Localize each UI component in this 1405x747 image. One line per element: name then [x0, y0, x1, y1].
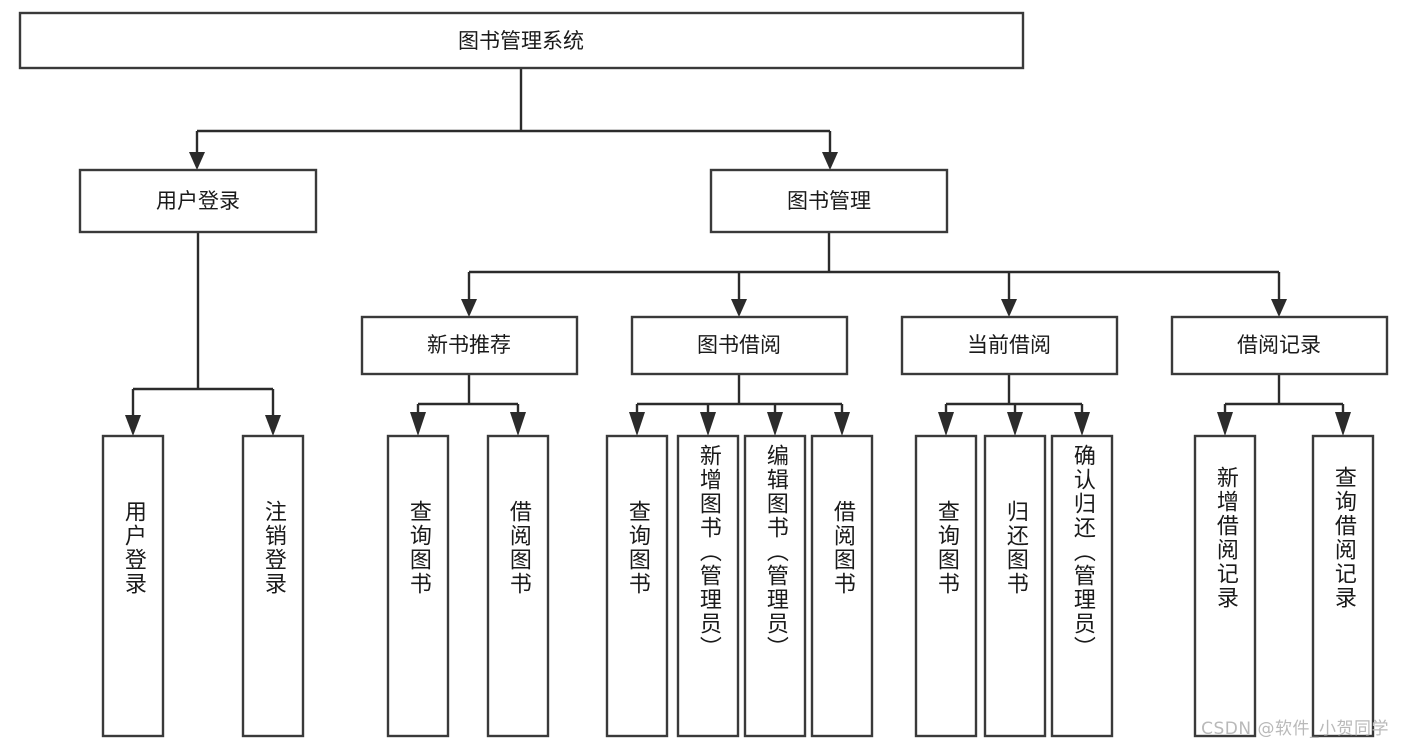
- arrow-head-icon: [767, 412, 783, 436]
- arrow-head-icon: [700, 412, 716, 436]
- node-user-login-label: 用户登录: [156, 189, 240, 213]
- arrow-head-icon: [1074, 412, 1090, 436]
- arrow-head-icon: [1335, 412, 1351, 436]
- node-root-box[interactable]: [18, 11, 1025, 70]
- watermark-text: CSDN @软件_小贺同学: [1201, 719, 1389, 739]
- arrow-head-icon: [1007, 412, 1023, 436]
- leaf-box-borrow-book-new[interactable]: [486, 434, 550, 738]
- node-current-borrow-box[interactable]: [900, 315, 1119, 376]
- arrow-head-icon: [189, 152, 205, 170]
- node-borrow-record[interactable]: 借阅记录: [1170, 315, 1389, 376]
- arrow-head-icon: [938, 412, 954, 436]
- node-book-management[interactable]: 图书管理: [709, 168, 949, 234]
- arrow-head-icon: [1001, 299, 1017, 317]
- node-book-management-label: 图书管理: [787, 189, 871, 213]
- node-book-borrow-label: 图书借阅: [697, 333, 781, 357]
- node-book-borrow-box[interactable]: [630, 315, 849, 376]
- connector-group-booking-to-level3: [461, 232, 1287, 317]
- arrow-head-icon: [822, 152, 838, 170]
- arrow-head-icon: [125, 415, 141, 436]
- leaf-box-return-book[interactable]: [983, 434, 1047, 738]
- arrow-head-icon: [461, 299, 477, 317]
- node-current-borrow[interactable]: 当前借阅: [900, 315, 1119, 376]
- leaf-box-query-book-borrow[interactable]: [605, 434, 669, 738]
- arrow-head-icon: [834, 412, 850, 436]
- node-book-management-box[interactable]: [709, 168, 949, 234]
- leaf-box-user-login[interactable]: [101, 434, 165, 738]
- leaf-node-group: [101, 434, 1375, 738]
- leaf-box-confirm-return-admin[interactable]: [1050, 434, 1114, 738]
- node-book-borrow[interactable]: 图书借阅: [630, 315, 849, 376]
- leaf-box-add-borrow-record[interactable]: [1193, 434, 1257, 738]
- leaf-box-query-book-current[interactable]: [914, 434, 978, 738]
- connector-group-userlogin-to-leaves: [125, 232, 281, 436]
- connector-group-root-to-level2: [189, 68, 838, 170]
- connector-group-record-to-leaves: [1217, 374, 1351, 436]
- leaf-box-query-borrow-record[interactable]: [1311, 434, 1375, 738]
- arrow-head-icon: [629, 412, 645, 436]
- node-new-book-recommend[interactable]: 新书推荐: [360, 315, 579, 376]
- arrow-head-icon: [1271, 299, 1287, 317]
- node-current-borrow-label: 当前借阅: [967, 333, 1051, 357]
- node-root-label: 图书管理系统: [458, 29, 584, 53]
- arrow-head-icon: [510, 412, 526, 436]
- node-borrow-record-label: 借阅记录: [1237, 333, 1321, 357]
- arrow-head-icon: [731, 299, 747, 317]
- leaf-box-borrow-book[interactable]: [810, 434, 874, 738]
- node-borrow-record-box[interactable]: [1170, 315, 1389, 376]
- node-user-login-box[interactable]: [78, 168, 318, 234]
- connector-group-borrow-to-leaves: [629, 374, 850, 436]
- connector-group-current-to-leaves: [938, 374, 1090, 436]
- leaf-box-query-book-new[interactable]: [386, 434, 450, 738]
- node-user-login[interactable]: 用户登录: [78, 168, 318, 234]
- connector-group-newbook-to-leaves: [410, 374, 526, 436]
- arrow-head-icon: [265, 415, 281, 436]
- leaf-box-add-book-admin[interactable]: [676, 434, 740, 738]
- arrow-head-icon: [1217, 412, 1233, 436]
- arrow-head-icon: [410, 412, 426, 436]
- leaf-box-logout[interactable]: [241, 434, 305, 738]
- node-root[interactable]: 图书管理系统: [18, 11, 1025, 70]
- leaf-box-edit-book-admin[interactable]: [743, 434, 807, 738]
- node-new-book-recommend-box[interactable]: [360, 315, 579, 376]
- node-new-book-recommend-label: 新书推荐: [427, 333, 511, 357]
